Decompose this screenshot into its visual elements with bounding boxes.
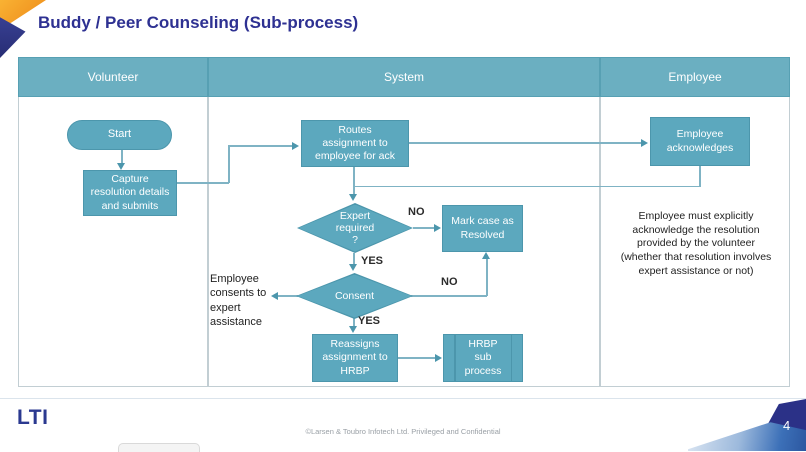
annotation-employee-note: Employee must explicitly acknowledge the…	[620, 210, 772, 277]
connector-employeeack-return-2	[354, 185, 700, 187]
connector-capture-routes-2	[228, 146, 230, 183]
connector-employeeack-return-1	[699, 166, 701, 187]
connector-capture-routes-1	[177, 182, 229, 184]
edge-label-consent-no: NO	[441, 276, 458, 288]
copyright-text: ©Larsen & Toubro Infotech Ltd. Privilege…	[305, 427, 501, 436]
flow-node-routes: Routes assignment to employee for ack	[301, 120, 409, 167]
lane-header-employee: Employee	[600, 57, 790, 97]
lane-header-label: System	[383, 70, 424, 84]
flow-node-capture: Capture resolution details and submits	[83, 170, 177, 216]
connector-routes-employeeack	[409, 142, 642, 144]
flow-node-consent: Consent	[296, 273, 413, 319]
lane-header-label: Volunteer	[87, 70, 139, 84]
edge-label-consent-yes: YES	[358, 315, 381, 327]
annotation-consent-left: Employee consents to expert assistance	[210, 273, 267, 328]
connector-consent-annotation	[278, 295, 298, 297]
diamond-label: Expert required ?	[335, 209, 375, 247]
lane-header-label: Employee	[668, 70, 722, 84]
arrowhead-right-icon	[435, 354, 442, 362]
arrowhead-right-icon	[641, 139, 648, 147]
lane-body-employee	[600, 97, 790, 387]
arrowhead-down-icon	[117, 163, 125, 170]
flow-node-reassigns: Reassigns assignment to HRBP	[312, 334, 398, 382]
connector-consent-no-1	[411, 295, 487, 297]
edge-label-expert-no: NO	[408, 206, 425, 218]
edge-label-expert-yes: YES	[361, 255, 384, 267]
flow-node-start: Start	[67, 120, 172, 150]
lane-header-volunteer: Volunteer	[18, 57, 208, 97]
arrowhead-down-icon	[349, 194, 357, 201]
floating-control-bar[interactable]	[118, 443, 200, 452]
flow-node-expert-required: Expert required ?	[297, 203, 413, 253]
connector-expert-no	[413, 227, 436, 229]
predefined-process-label: HRBP sub process	[464, 338, 502, 377]
connector-reassigns-hrbp	[398, 357, 437, 359]
connector-routes-expert	[353, 167, 355, 196]
arrowhead-right-icon	[434, 224, 441, 232]
lane-body-volunteer	[18, 97, 208, 387]
predefined-process-bar	[510, 335, 512, 381]
page-title: Buddy / Peer Counseling (Sub-process)	[38, 13, 359, 32]
lane-body-system	[208, 97, 600, 387]
connector-consent-yes	[353, 318, 355, 329]
diamond-label: Consent	[334, 289, 375, 302]
flow-node-employee-acknowledges: Employee acknowledges	[650, 117, 750, 166]
footer-divider	[0, 398, 806, 399]
flow-node-hrbp-subprocess: HRBP sub process	[443, 334, 523, 382]
page-number: 4	[783, 418, 791, 433]
lane-header-system: System	[208, 57, 600, 97]
arrowhead-left-icon	[271, 292, 278, 300]
arrowhead-down-icon	[349, 264, 357, 271]
flow-node-mark-resolved: Mark case as Resolved	[442, 205, 523, 252]
arrowhead-right-icon	[292, 142, 299, 150]
connector-capture-routes-3	[228, 145, 294, 147]
lti-logo: LTI	[17, 406, 49, 429]
arrowhead-down-icon	[349, 326, 357, 333]
predefined-process-bar	[454, 335, 456, 381]
connector-start-capture	[121, 150, 123, 165]
connector-expert-yes	[353, 253, 355, 267]
connector-consent-no-2	[486, 258, 488, 296]
arrowhead-up-icon	[482, 252, 490, 259]
